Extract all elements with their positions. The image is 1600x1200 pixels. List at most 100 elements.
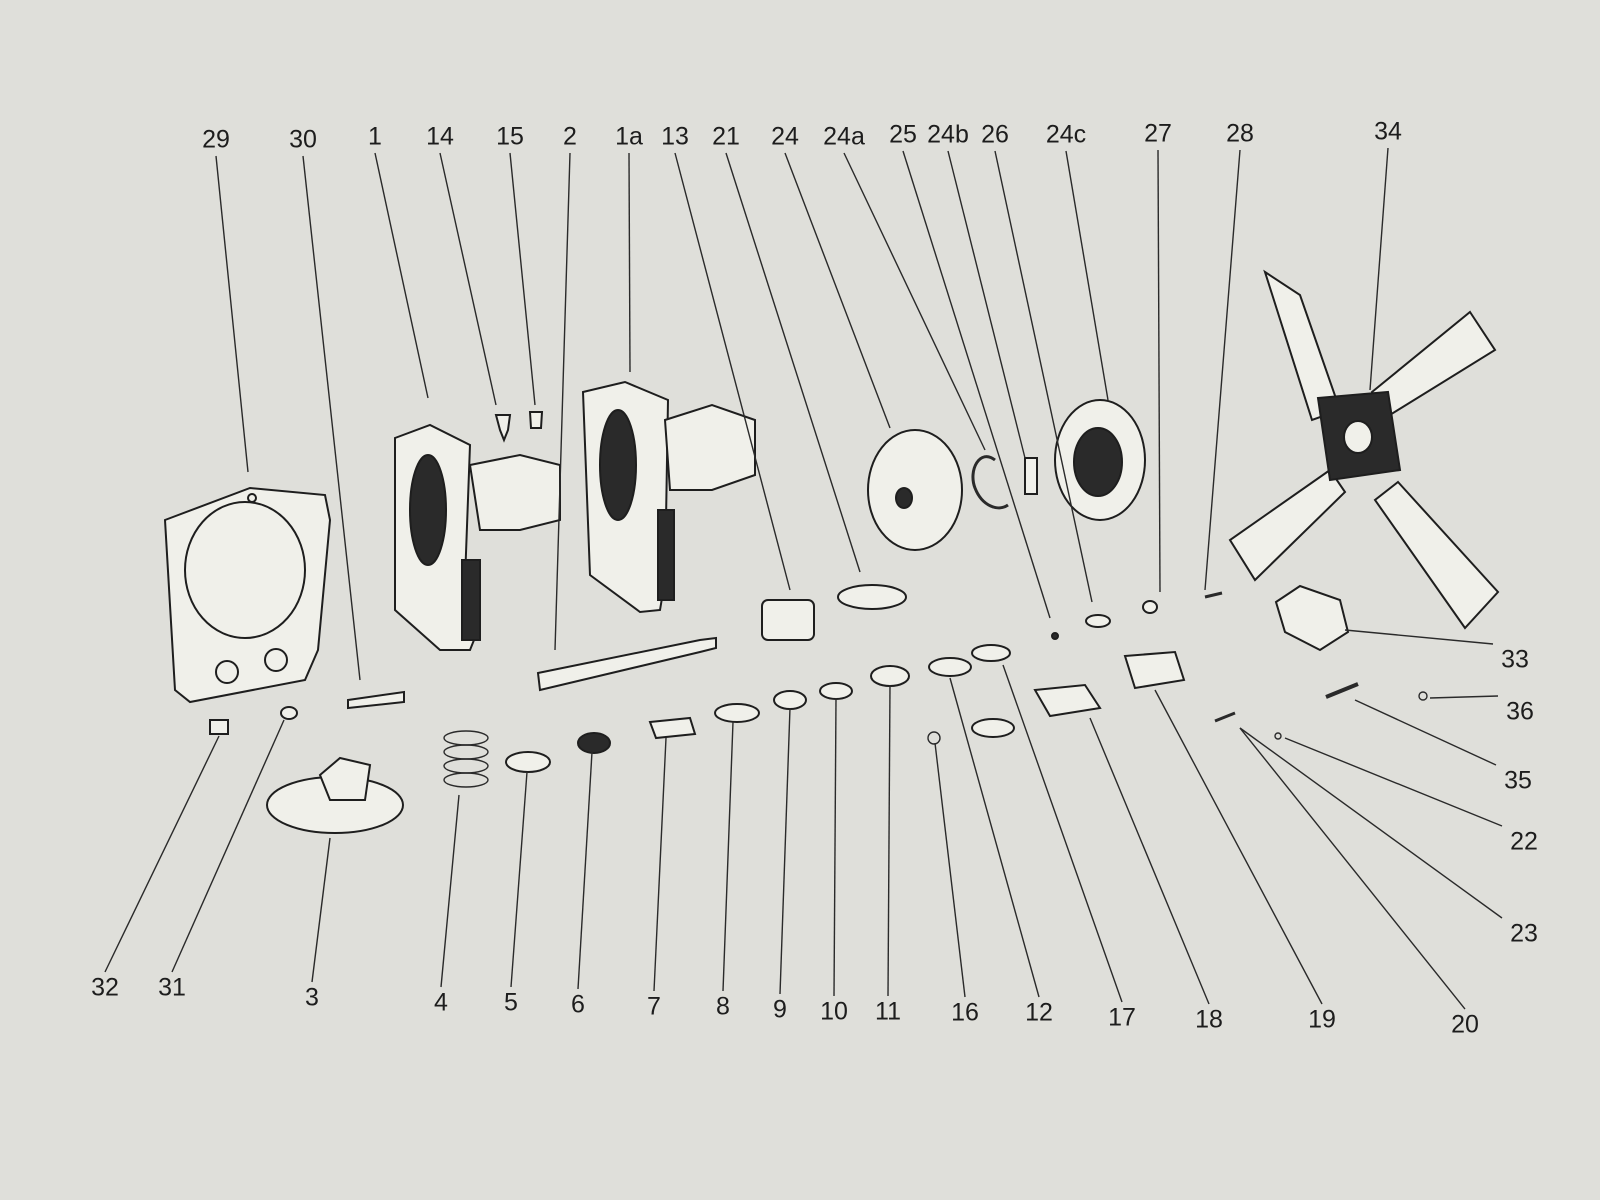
- fan-hub-part: [1274, 584, 1350, 652]
- leader-line-2: [554, 152, 571, 651]
- leader-line-21: [725, 152, 861, 573]
- leader-line-7: [653, 737, 667, 992]
- plate-7-part: [648, 716, 697, 740]
- callout-label-5: 5: [504, 988, 518, 1017]
- leader-line-32: [104, 735, 220, 973]
- callout-label-35: 35: [1504, 766, 1532, 795]
- leader-line-31: [171, 719, 285, 973]
- nipple-14-part: [494, 414, 512, 443]
- plate-18-part: [1033, 683, 1102, 718]
- callout-label-16: 16: [951, 998, 979, 1027]
- leader-line-9: [779, 707, 791, 995]
- leader-line-25: [902, 150, 1051, 619]
- callout-label-3: 3: [305, 983, 319, 1012]
- leader-line-4: [440, 794, 460, 988]
- washer-36-part: [1418, 691, 1428, 701]
- ring-8-part: [714, 703, 760, 723]
- callout-label-30: 30: [289, 125, 317, 154]
- leader-line-17: [1002, 664, 1123, 1003]
- callout-label-23: 23: [1510, 919, 1538, 948]
- callout-label-24c: 24c: [1045, 120, 1087, 149]
- callout-label-17: 17: [1108, 1003, 1136, 1032]
- leader-line-24: [784, 152, 891, 429]
- callout-label-22: 22: [1510, 827, 1538, 856]
- snap-ring-part: [971, 455, 1009, 510]
- bolt-35-part: [1325, 682, 1359, 699]
- pin-28-part: [1204, 591, 1223, 599]
- leader-line-19: [1154, 689, 1323, 1005]
- callout-label-13: 13: [661, 122, 689, 151]
- shaft-part: [536, 636, 717, 692]
- leader-line-26: [994, 150, 1093, 603]
- leader-line-36: [1429, 695, 1499, 699]
- bevel-gear-part: [266, 756, 404, 834]
- callout-label-36: 36: [1506, 697, 1534, 726]
- callout-label-27: 27: [1144, 119, 1172, 148]
- leader-line-20: [1239, 727, 1466, 1010]
- leader-line-35: [1354, 699, 1497, 766]
- ring-17-part: [971, 718, 1015, 738]
- coil-spring-part: [443, 730, 489, 788]
- callout-label-18: 18: [1195, 1005, 1223, 1034]
- leader-line-28: [1204, 149, 1241, 591]
- callout-label-6: 6: [571, 990, 585, 1019]
- callout-label-14: 14: [426, 122, 454, 151]
- leader-line-1a: [628, 152, 631, 373]
- callout-label-11: 11: [875, 997, 901, 1026]
- leader-line-8: [722, 721, 734, 992]
- leader-line-24c: [1065, 150, 1109, 401]
- callout-label-31: 31: [158, 973, 186, 1002]
- housing-1a-part: [581, 380, 756, 614]
- leader-line-10: [833, 697, 837, 997]
- leader-line-30: [302, 155, 361, 681]
- callout-label-2: 2: [563, 122, 577, 151]
- pin-22-part: [1274, 732, 1282, 740]
- callout-label-20: 20: [1451, 1010, 1479, 1039]
- leader-line-24b: [947, 150, 1026, 459]
- housing-1-part: [394, 423, 561, 651]
- ring-part-a: [928, 657, 972, 677]
- clip-16-part: [927, 731, 941, 745]
- callout-label-25: 25: [889, 120, 917, 149]
- leader-line-29: [215, 155, 249, 473]
- pin-25-part: [1051, 632, 1059, 640]
- leader-line-12: [949, 677, 1040, 998]
- washer-31-part: [280, 706, 298, 720]
- callout-label-9: 9: [773, 995, 787, 1024]
- leader-line-34: [1369, 147, 1389, 391]
- nut-32-part: [209, 719, 229, 735]
- callout-label-24: 24: [771, 122, 799, 151]
- spacer-30-part: [347, 690, 405, 710]
- nipple-15-part: [528, 411, 544, 429]
- callout-label-28: 28: [1226, 119, 1254, 148]
- pulley-24c-part: [1054, 399, 1146, 521]
- bearing-11-part: [870, 665, 910, 687]
- callout-label-1: 1: [368, 122, 382, 151]
- leader-line-15: [509, 152, 536, 406]
- leader-line-6: [577, 751, 593, 990]
- callout-label-33: 33: [1501, 645, 1529, 674]
- ring-10-part: [819, 682, 853, 700]
- flange-19-part: [1123, 650, 1186, 690]
- callout-label-26: 26: [981, 120, 1009, 149]
- leader-line-5: [510, 771, 528, 988]
- bearing-9-part: [773, 690, 807, 710]
- callout-label-19: 19: [1308, 1005, 1336, 1034]
- leader-line-18: [1089, 717, 1210, 1005]
- callout-label-8: 8: [716, 992, 730, 1021]
- leader-line-16: [934, 742, 966, 998]
- ring-part-b: [971, 644, 1011, 662]
- callout-label-24a: 24a: [823, 122, 865, 151]
- leader-lines: [104, 147, 1503, 1010]
- leader-line-27: [1157, 149, 1161, 593]
- leader-line-24a: [843, 152, 986, 451]
- gear-6-part: [577, 732, 611, 754]
- gasket-part: [163, 486, 332, 704]
- leader-line-33: [1344, 629, 1494, 645]
- fan-part: [1228, 269, 1500, 630]
- bolt-20-part: [1214, 711, 1236, 723]
- callout-label-32: 32: [91, 973, 119, 1002]
- callout-label-7: 7: [647, 992, 661, 1021]
